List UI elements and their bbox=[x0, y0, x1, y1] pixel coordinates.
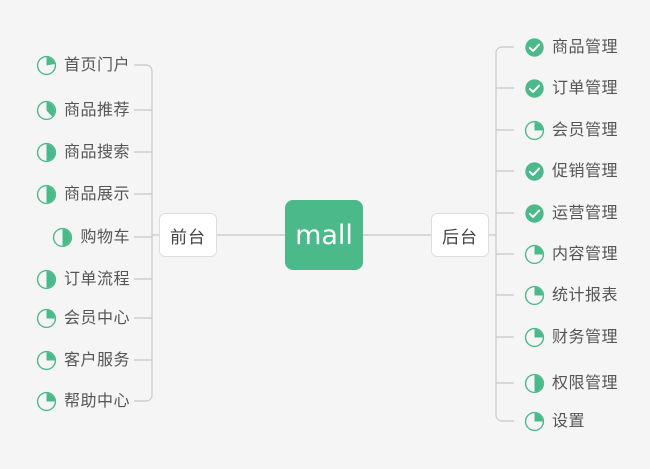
check-circle-icon bbox=[525, 37, 544, 57]
pie-progress-icon bbox=[524, 373, 545, 393]
backend-leaf-item[interactable]: 权限管理 bbox=[524, 370, 618, 396]
pie-progress-icon bbox=[53, 227, 73, 247]
frontend-leaf-label: 会员中心 bbox=[63, 308, 130, 327]
branch-node-backend[interactable]: 后台 bbox=[431, 213, 489, 257]
frontend-leaf-label: 商品搜索 bbox=[63, 142, 130, 161]
backend-leaf-item[interactable]: 运营管理 bbox=[524, 200, 618, 226]
pie-progress-icon bbox=[36, 391, 57, 411]
backend-leaf-item[interactable]: 会员管理 bbox=[524, 117, 618, 143]
frontend-leaf-item[interactable]: 商品展示 bbox=[0, 181, 130, 207]
backend-leaf-label: 订单管理 bbox=[552, 78, 619, 97]
check-circle-icon bbox=[525, 161, 544, 181]
backend-leaf-item[interactable]: 内容管理 bbox=[524, 241, 618, 267]
backend-leaf-label: 商品管理 bbox=[552, 37, 619, 56]
frontend-leaf-label: 订单流程 bbox=[63, 269, 130, 288]
branch-label-frontend: 前台 bbox=[170, 227, 206, 248]
pie-progress-icon bbox=[36, 184, 57, 204]
backend-leaf-label: 财务管理 bbox=[552, 327, 619, 346]
backend-leaf-label: 内容管理 bbox=[552, 244, 619, 263]
backend-leaf-label: 设置 bbox=[552, 411, 586, 430]
pie-progress-icon bbox=[524, 244, 545, 264]
frontend-leaf-label: 商品推荐 bbox=[63, 100, 130, 119]
pie-progress-icon bbox=[524, 327, 545, 347]
frontend-leaf-item[interactable]: 购物车 bbox=[0, 224, 130, 250]
pie-progress-icon bbox=[36, 308, 57, 328]
backend-leaf-label: 运营管理 bbox=[552, 203, 619, 222]
frontend-leaf-item[interactable]: 会员中心 bbox=[0, 305, 130, 331]
branch-label-backend: 后台 bbox=[442, 227, 478, 248]
pie-progress-icon bbox=[524, 120, 545, 140]
backend-leaf-item[interactable]: 设置 bbox=[524, 408, 585, 434]
frontend-leaf-label: 购物车 bbox=[80, 227, 130, 246]
frontend-leaf-item[interactable]: 客户服务 bbox=[0, 347, 130, 373]
pie-progress-icon bbox=[36, 55, 57, 75]
backend-leaf-item[interactable]: 促销管理 bbox=[524, 158, 618, 184]
pie-progress-icon bbox=[36, 269, 57, 289]
root-node-label: mall bbox=[295, 219, 353, 251]
frontend-leaf-item[interactable]: 订单流程 bbox=[0, 266, 130, 292]
backend-leaf-item[interactable]: 财务管理 bbox=[524, 324, 618, 350]
frontend-leaf-item[interactable]: 商品搜索 bbox=[0, 139, 130, 165]
pie-progress-icon bbox=[36, 350, 57, 370]
branch-node-frontend[interactable]: 前台 bbox=[159, 213, 217, 257]
frontend-leaf-item[interactable]: 商品推荐 bbox=[0, 97, 130, 123]
backend-leaf-label: 会员管理 bbox=[552, 120, 619, 139]
check-circle-icon bbox=[525, 203, 544, 223]
backend-leaf-item[interactable]: 订单管理 bbox=[524, 75, 618, 101]
backend-leaf-label: 促销管理 bbox=[552, 161, 619, 180]
backend-leaf-label: 统计报表 bbox=[552, 285, 619, 304]
frontend-leaf-item[interactable]: 首页门户 bbox=[0, 52, 130, 78]
frontend-leaf-label: 客户服务 bbox=[63, 350, 130, 369]
backend-leaf-item[interactable]: 统计报表 bbox=[524, 282, 618, 308]
pie-progress-icon bbox=[36, 142, 57, 162]
frontend-leaf-label: 首页门户 bbox=[63, 55, 130, 74]
pie-progress-icon bbox=[524, 285, 545, 305]
pie-progress-icon bbox=[36, 100, 57, 120]
frontend-leaf-label: 帮助中心 bbox=[63, 391, 130, 410]
frontend-leaf-label: 商品展示 bbox=[63, 184, 130, 203]
pie-progress-icon bbox=[524, 411, 545, 431]
frontend-leaf-item[interactable]: 帮助中心 bbox=[0, 388, 130, 414]
backend-leaf-label: 权限管理 bbox=[552, 373, 619, 392]
root-node-mall[interactable]: mall bbox=[285, 200, 363, 270]
backend-leaf-item[interactable]: 商品管理 bbox=[524, 34, 618, 60]
check-circle-icon bbox=[525, 78, 544, 98]
